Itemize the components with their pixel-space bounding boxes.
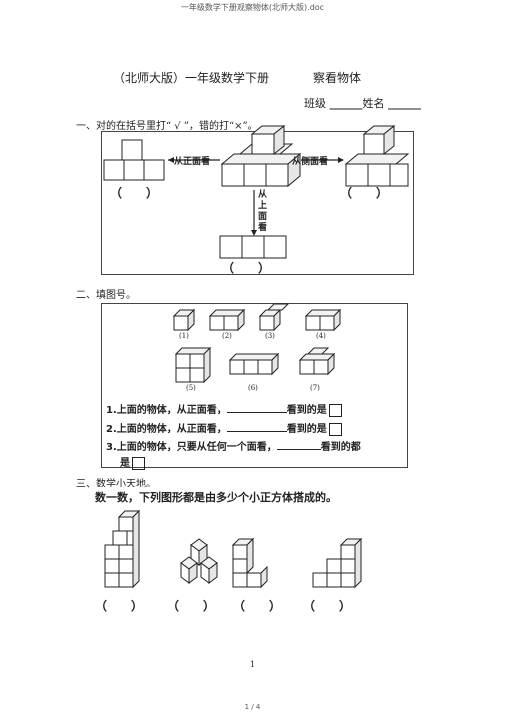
document-title-bar: 一年级数学下册观察物体(北师大版).doc [180, 3, 325, 12]
answer-blank-2[interactable] [226, 431, 287, 432]
label-front-view: 从正面看 [174, 157, 211, 167]
section3-prompt: 数一数，下列图形都是由多少个小正方体搭成的。 [95, 491, 337, 504]
name-label: 姓名 [362, 97, 385, 110]
answer-blank-1[interactable] [226, 412, 287, 413]
page-number: 1 [249, 660, 256, 669]
answer-paren-side[interactable]: （ ） [340, 186, 389, 200]
section1-cube-drawings [103, 124, 410, 259]
top-view-grid [219, 235, 287, 259]
shape-label-5: (5) [186, 384, 196, 392]
question-1: 1.上面的物体，从正面看，看到的是 [106, 401, 342, 417]
front-view-grid [103, 139, 165, 181]
section2-cube-drawings [172, 303, 342, 384]
answer-blank-3[interactable] [276, 449, 321, 450]
class-blank[interactable]: ______ [329, 97, 363, 110]
shape-label-3: (3) [265, 332, 275, 340]
section2-heading: 二、填图号。 [76, 290, 136, 301]
count-answer-3[interactable]: （ ） [233, 599, 282, 613]
section2-figure-box: (1) (2) (3) (4) (5) (6) (7) 1.上面的物体，从正面看… [101, 303, 408, 470]
class-label: 班级 [304, 97, 326, 110]
shape-label-6: (6) [248, 384, 258, 392]
count-answer-2[interactable]: （ ） [167, 599, 216, 613]
label-side-view: 从侧面看 [292, 157, 329, 167]
center-3d-object [220, 124, 302, 188]
shape-label-1: (1) [179, 332, 189, 340]
answer-box-1[interactable] [328, 403, 342, 417]
section1-heading: 一、对的在括号里打“ √ ”，错的打“×”。 [76, 121, 258, 132]
name-blank[interactable]: ______ [388, 97, 421, 110]
question-2: 2.上面的物体，从正面看，看到的是 [106, 420, 342, 436]
answer-paren-top[interactable]: （ ） [222, 261, 271, 275]
question-3: 3.上面的物体，只要从任何一个面看，看到的都 [106, 442, 361, 453]
answer-box-2[interactable] [328, 422, 342, 436]
page-indicator: 1 / 4 [244, 703, 261, 711]
section1-figure-box: 从正面看 从侧面看 从 上 面 看 （ ） （ ） （ ） [101, 124, 414, 275]
question-3-continued: 是 [120, 454, 145, 470]
title-topic: 察看物体 [313, 71, 362, 85]
section3-cube-drawings [104, 509, 363, 589]
shape-label-7: (7) [310, 384, 320, 392]
answer-paren-front[interactable]: （ ） [110, 186, 159, 200]
answer-box-3[interactable] [132, 456, 145, 470]
count-answer-4[interactable]: （ ） [303, 599, 352, 613]
shape-label-4: (4) [316, 332, 326, 340]
section3-figure-box: 数一数，下列图形都是由多少个小正方体搭成的。 [95, 487, 378, 615]
side-3d-object [344, 124, 410, 187]
shape-label-2: (2) [222, 332, 232, 340]
section3-heading: 三、数学小天地。 [76, 479, 156, 490]
student-info: 班级 ______姓名 ______ [304, 95, 421, 111]
label-top-view: 从 上 面 看 [258, 190, 268, 233]
title-main: （北师大版）一年级数学下册 [113, 71, 270, 85]
count-answer-1[interactable]: （ ） [95, 599, 144, 613]
